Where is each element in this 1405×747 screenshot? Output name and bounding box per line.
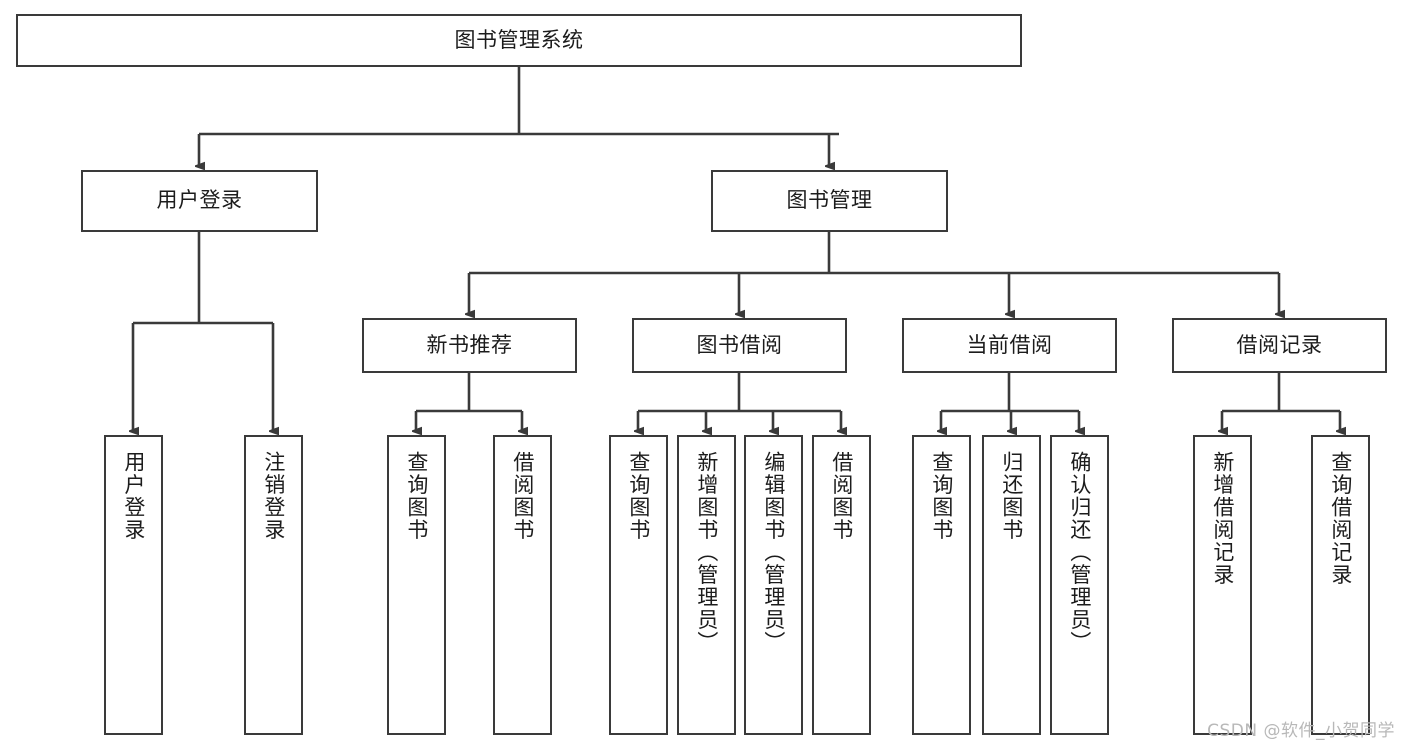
node-leaf-query-book-2[interactable]: 查询图书: [609, 435, 668, 735]
node-leaf-query-record[interactable]: 查询借阅记录: [1311, 435, 1370, 735]
node-book-manage-label: 图书管理: [786, 188, 873, 213]
node-user-login-label: 用户登录: [156, 188, 243, 213]
node-leaf-query-book-2-label: 查询图书: [626, 451, 651, 541]
node-book-borrow-label: 图书借阅: [696, 332, 783, 357]
node-leaf-query-book-1-label: 查询图书: [404, 451, 429, 541]
node-leaf-add-book-label: 新增图书（管理员）: [694, 451, 719, 654]
node-book-manage[interactable]: 图书管理: [711, 170, 948, 232]
node-borrow-record-label: 借阅记录: [1236, 332, 1323, 357]
csdn-watermark: CSDN @软件_小贺同学: [1207, 721, 1395, 741]
node-leaf-add-book[interactable]: 新增图书（管理员）: [677, 435, 736, 735]
node-leaf-borrow-book-1[interactable]: 借阅图书: [493, 435, 552, 735]
node-leaf-edit-book[interactable]: 编辑图书（管理员）: [744, 435, 803, 735]
node-book-borrow[interactable]: 图书借阅: [632, 318, 847, 373]
node-borrow-record[interactable]: 借阅记录: [1172, 318, 1387, 373]
node-user-login[interactable]: 用户登录: [81, 170, 318, 232]
node-leaf-query-record-label: 查询借阅记录: [1328, 451, 1353, 586]
node-leaf-query-book-3-label: 查询图书: [929, 451, 954, 541]
node-leaf-borrow-book-2-label: 借阅图书: [829, 451, 854, 541]
node-leaf-borrow-book-2[interactable]: 借阅图书: [812, 435, 871, 735]
node-leaf-borrow-book-1-label: 借阅图书: [510, 451, 535, 541]
node-leaf-return-book[interactable]: 归还图书: [982, 435, 1041, 735]
node-new-book-recommend[interactable]: 新书推荐: [362, 318, 577, 373]
node-leaf-edit-book-label: 编辑图书（管理员）: [761, 451, 786, 654]
node-root-label: 图书管理系统: [454, 27, 584, 52]
node-leaf-add-record[interactable]: 新增借阅记录: [1193, 435, 1252, 735]
node-current-borrow-label: 当前借阅: [966, 332, 1053, 357]
node-leaf-confirm-return[interactable]: 确认归还（管理员）: [1050, 435, 1109, 735]
node-leaf-query-book-1[interactable]: 查询图书: [387, 435, 446, 735]
node-leaf-user-login-label: 用户登录: [121, 451, 146, 541]
node-leaf-query-book-3[interactable]: 查询图书: [912, 435, 971, 735]
node-leaf-user-logout-label: 注销登录: [261, 451, 286, 541]
node-new-book-recommend-label: 新书推荐: [426, 332, 513, 357]
node-leaf-add-record-label: 新增借阅记录: [1210, 451, 1235, 586]
node-leaf-return-book-label: 归还图书: [999, 451, 1024, 541]
node-leaf-confirm-return-label: 确认归还（管理员）: [1067, 451, 1092, 654]
node-current-borrow[interactable]: 当前借阅: [902, 318, 1117, 373]
node-root[interactable]: 图书管理系统: [16, 14, 1022, 67]
node-leaf-user-logout[interactable]: 注销登录: [244, 435, 303, 735]
node-leaf-user-login[interactable]: 用户登录: [104, 435, 163, 735]
